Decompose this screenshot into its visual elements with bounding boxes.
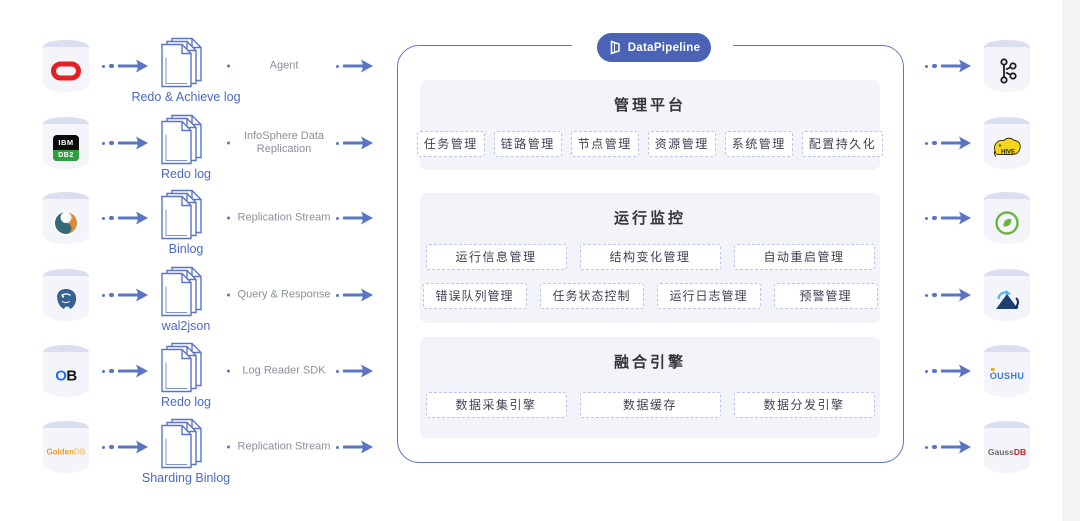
flow-arrow-icon [925, 210, 973, 226]
target-row: HIVE [920, 113, 1080, 173]
chip: 数据分发引擎 [733, 392, 875, 418]
flow-arrow-icon [336, 210, 375, 226]
chip: 运行日志管理 [656, 283, 761, 309]
chip-row: 任务管理 链路管理 节点管理 资源管理 系统管理 配置持久化 [416, 131, 884, 157]
badge-label: DataPipeline [627, 41, 701, 54]
section-fusion-engine: 融合引擎 数据采集引擎 数据缓存 数据分发引擎 [420, 337, 880, 438]
section-management-platform: 管理平台 任务管理 链路管理 节点管理 资源管理 系统管理 配置持久化 [416, 80, 884, 170]
flow-arrow-icon [925, 363, 973, 379]
transport-label: InfoSphere Data Replication [243, 130, 325, 155]
chip: 任务状态控制 [539, 283, 644, 309]
chip: 链路管理 [493, 131, 562, 157]
flow-arrow-icon [102, 287, 150, 303]
flow-arrow-icon [102, 135, 150, 151]
chip: 结构变化管理 [579, 244, 721, 270]
section-title: 运行监控 [613, 210, 686, 227]
target-row [920, 265, 1080, 325]
chip: 自动重启管理 [733, 244, 875, 270]
log-file-icon [159, 114, 205, 172]
log-file-label: Binlog [168, 242, 204, 256]
chip: 系统管理 [724, 131, 793, 157]
dot-icon [227, 141, 230, 145]
dot-icon [227, 64, 230, 68]
mysql-icon [43, 192, 89, 244]
log-file-label: Redo log [160, 167, 212, 181]
chip: 资源管理 [647, 131, 716, 157]
flow-arrow-icon [336, 363, 375, 379]
flow-arrow-icon [925, 135, 973, 151]
flow-arrow-icon [102, 58, 150, 74]
flow-arrow-icon [925, 58, 973, 74]
chip: 运行信息管理 [425, 244, 567, 270]
log-file-label: Redo & Achieve log [131, 90, 241, 104]
log-file-label: wal2json [161, 319, 211, 333]
chip: 数据缓存 [579, 392, 721, 418]
flow-arrow-icon [925, 287, 973, 303]
chip: 数据采集引擎 [425, 392, 567, 418]
dot-icon [227, 369, 230, 373]
section-title: 管理平台 [613, 97, 686, 114]
source-row: GoldenDB Sharding Binlog Replication Str… [0, 417, 400, 485]
section-operation-monitoring: 运行监控 运行信息管理 结构变化管理 自动重启管理 错误队列管理 任务状态控制 … [420, 193, 880, 323]
flow-arrow-icon [336, 58, 375, 74]
log-file-icon [159, 418, 205, 476]
flow-arrow-icon [102, 439, 150, 455]
source-row: OB Redo log Log Reader SDK [0, 341, 400, 409]
chip-row: 数据采集引擎 数据缓存 数据分发引擎 [425, 392, 875, 418]
target-row: OUSHU [920, 341, 1080, 401]
source-row: Binlog Replication Stream [0, 188, 400, 256]
transport-label: Replication Stream [237, 440, 331, 453]
goldendb-icon: GoldenDB [43, 421, 89, 473]
log-file-label: Sharding Binlog [141, 471, 231, 485]
hive-icon: HIVE [984, 117, 1030, 169]
target-row: GaussDB [920, 417, 1080, 477]
datapipeline-badge: DataPipeline [597, 33, 711, 62]
oushu-icon: OUSHU [984, 345, 1030, 397]
greenplum-icon [984, 192, 1030, 244]
svg-text:HIVE: HIVE [1001, 150, 1015, 156]
dot-icon [227, 216, 230, 220]
data-lake-sync-icon [984, 269, 1030, 321]
oracle-icon [43, 40, 89, 92]
kafka-icon [984, 40, 1030, 92]
oracle-ring-icon [51, 61, 81, 81]
page-edge [1062, 0, 1080, 521]
transport-label: Log Reader SDK [242, 364, 326, 377]
flow-arrow-icon [336, 287, 375, 303]
flow-arrow-icon [102, 363, 150, 379]
dot-icon [227, 445, 230, 449]
log-file-icon [159, 189, 205, 247]
chip: 错误队列管理 [422, 283, 527, 309]
source-row: wal2json Query & Response [0, 265, 400, 333]
transport-label: Agent [269, 59, 299, 72]
chip: 任务管理 [416, 131, 485, 157]
gaussdb-icon: GaussDB [984, 421, 1030, 473]
log-file-icon [159, 342, 205, 400]
target-row [920, 36, 1080, 96]
target-row [920, 188, 1080, 248]
datapipeline-logo-icon [610, 40, 620, 55]
flow-arrow-icon [925, 439, 973, 455]
flow-arrow-icon [336, 135, 375, 151]
oceanbase-icon: OB [43, 345, 89, 397]
transport-label: Replication Stream [237, 211, 331, 224]
chip-row: 错误队列管理 任务状态控制 运行日志管理 预警管理 [422, 283, 878, 309]
oushu-accent-mark [990, 368, 995, 371]
dot-icon [227, 293, 230, 297]
chip: 节点管理 [570, 131, 639, 157]
section-title: 融合引擎 [613, 354, 686, 371]
chip-row: 运行信息管理 结构变化管理 自动重启管理 [425, 244, 875, 270]
log-file-icon [159, 37, 205, 95]
transport-label: Query & Response [237, 288, 331, 301]
log-file-icon [159, 266, 205, 324]
postgresql-icon [43, 269, 89, 321]
flow-arrow-icon [336, 439, 375, 455]
flow-arrow-icon [102, 210, 150, 226]
chip: 预警管理 [773, 283, 878, 309]
log-file-label: Redo log [160, 395, 212, 409]
chip: 配置持久化 [801, 131, 884, 157]
source-row: Redo & Achieve log Agent [0, 36, 400, 104]
